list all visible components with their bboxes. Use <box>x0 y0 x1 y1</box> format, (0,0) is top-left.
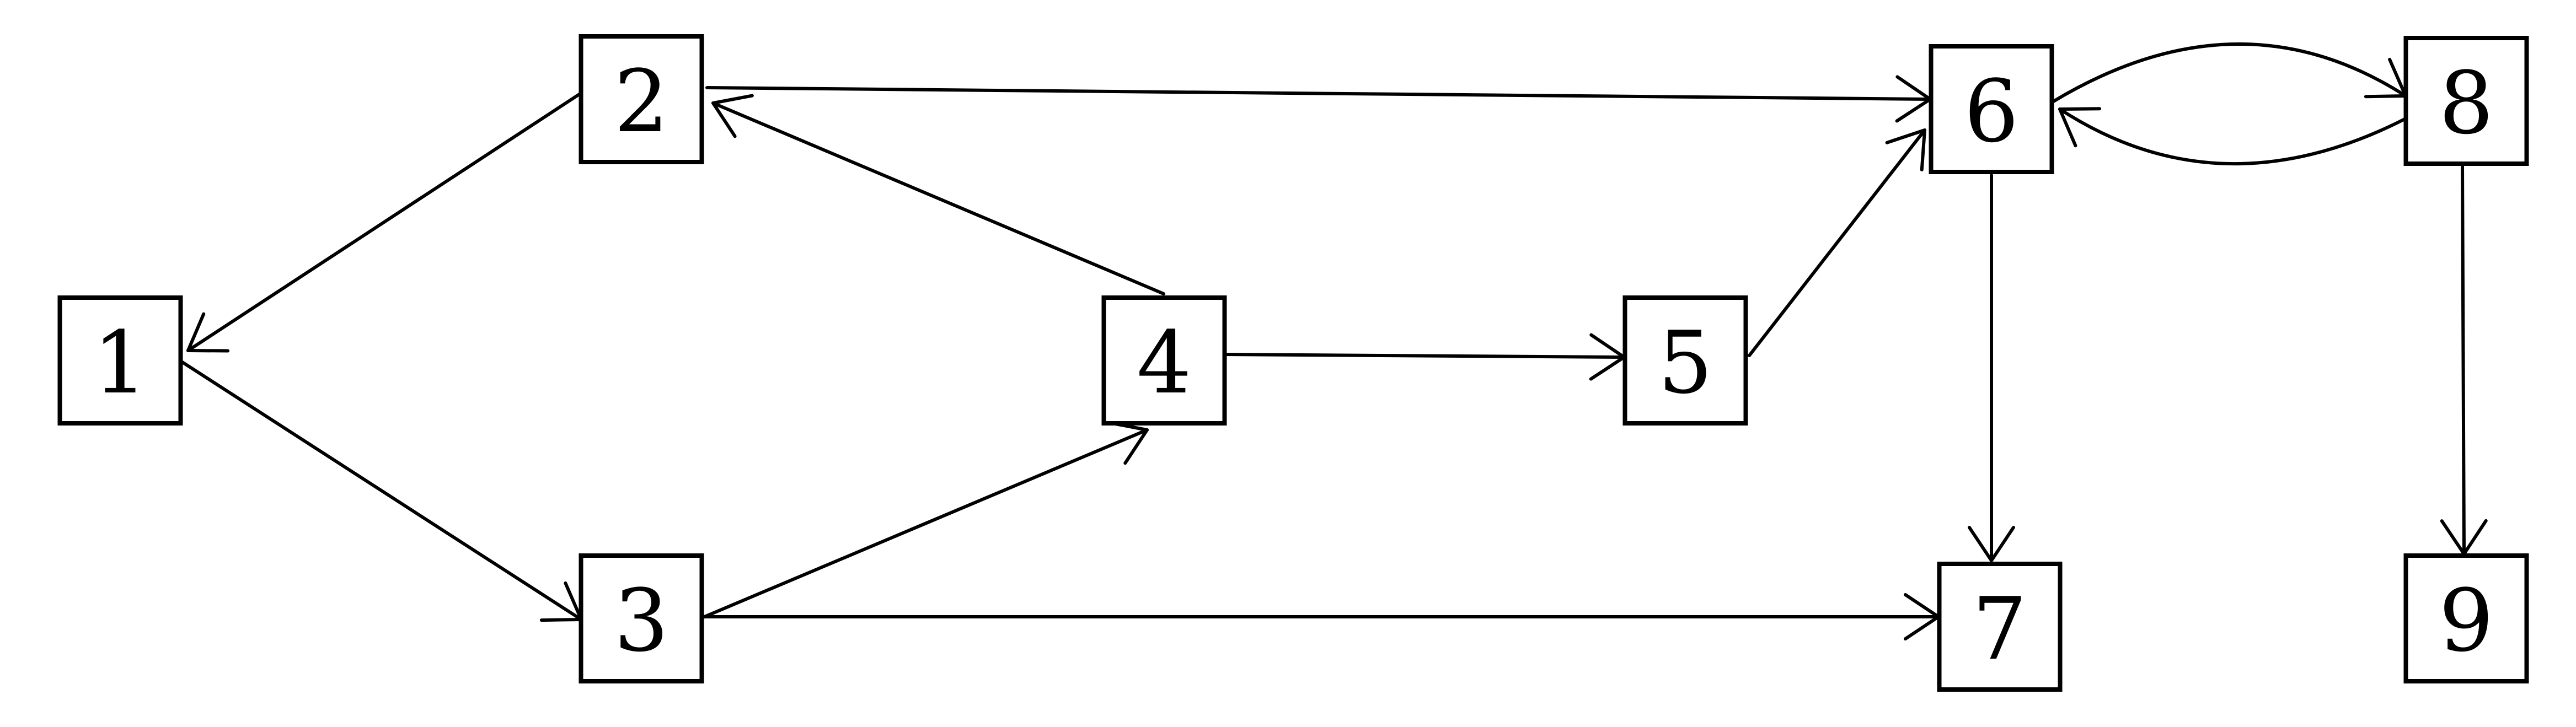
edge-4-2-line <box>711 101 1165 295</box>
edge-4-5 <box>1223 333 1626 381</box>
node-4-label: 4 <box>1137 313 1191 413</box>
node-2-label: 2 <box>614 51 668 152</box>
edge-2-6-line <box>705 86 1932 101</box>
edge-2-1-line <box>186 91 583 352</box>
node-1: 1 <box>57 295 183 426</box>
edge-5-6 <box>1748 128 1926 357</box>
node-8-label: 8 <box>2439 53 2493 153</box>
node-7-box <box>1937 562 2063 692</box>
node-8: 8 <box>2403 36 2529 166</box>
edge-4-2-arrowhead <box>711 94 754 138</box>
node-3-box <box>579 553 704 683</box>
edge-6-8-line <box>2050 42 2407 104</box>
node-5-label: 5 <box>1658 313 1712 413</box>
edge-8-6 <box>2058 107 2413 166</box>
node-9-label: 9 <box>2439 570 2493 671</box>
node-2: 2 <box>579 34 704 164</box>
node-7: 7 <box>1937 562 2063 692</box>
node-7-label: 7 <box>1972 579 2027 679</box>
node-6-label: 6 <box>1964 61 2018 161</box>
edge-1-3 <box>180 360 583 622</box>
node-3: 3 <box>579 553 704 683</box>
node-9: 9 <box>2403 553 2529 683</box>
edge-5-6-line <box>1748 128 1926 357</box>
edge-2-1 <box>186 91 583 353</box>
edge-3-4 <box>701 421 1149 619</box>
edge-8-6-arrowhead <box>2058 107 2102 148</box>
edge-5-6-arrowhead <box>1885 128 1926 171</box>
node-3-label: 3 <box>614 570 668 671</box>
node-6: 6 <box>1929 44 2054 174</box>
edge-4-2 <box>711 94 1165 295</box>
node-1-box <box>57 295 183 426</box>
node-4: 4 <box>1101 295 1227 426</box>
node-8-box <box>2403 36 2529 166</box>
edge-3-7 <box>701 593 1940 640</box>
nodes-layer: 1 2 3 4 5 6 7 8 9 <box>57 34 2529 692</box>
node-9-box <box>2403 553 2529 683</box>
edge-1-3-line <box>180 360 583 621</box>
node-4-box <box>1101 295 1227 426</box>
node-6-box <box>1929 44 2054 174</box>
edge-4-5-line <box>1223 353 1626 359</box>
edge-2-6 <box>705 75 1932 123</box>
edge-8-9 <box>2440 164 2488 556</box>
node-5: 5 <box>1622 295 1748 426</box>
node-5-box <box>1622 295 1748 426</box>
node-1-label: 1 <box>93 313 147 413</box>
edge-8-9-line <box>2461 164 2466 556</box>
edge-6-7-arrowhead <box>1968 526 2015 562</box>
edge-3-4-line <box>701 428 1149 619</box>
edges-layer <box>180 42 2488 640</box>
edge-2-1-arrowhead <box>186 312 230 353</box>
edge-6-8 <box>2050 42 2407 104</box>
edge-8-6-line <box>2058 107 2413 166</box>
edge-6-7 <box>1968 174 2015 562</box>
node-2-box <box>579 34 704 164</box>
